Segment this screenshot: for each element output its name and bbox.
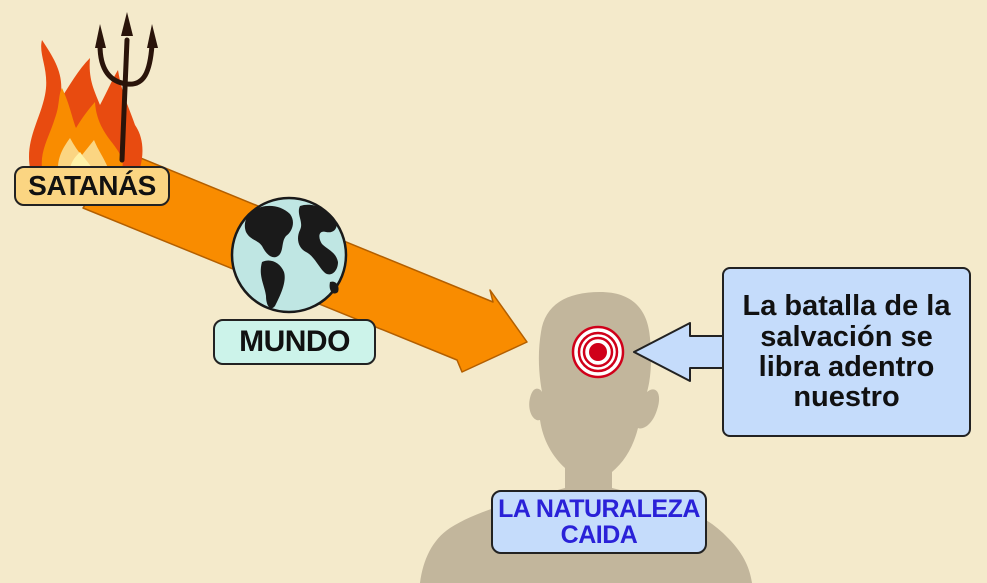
target-icon bbox=[571, 325, 625, 379]
callout-line-4: nuestro bbox=[793, 381, 900, 414]
naturaleza-label: LA NATURALEZA CAIDA bbox=[491, 490, 707, 554]
callout-line-2: salvación se bbox=[760, 320, 933, 353]
callout-line-1: La batalla de la bbox=[742, 290, 951, 323]
callout-box: La batalla de la salvación se libra aden… bbox=[722, 267, 971, 437]
satanas-label: SATANÁS bbox=[14, 166, 170, 206]
naturaleza-line-2: CAIDA bbox=[560, 521, 638, 549]
mundo-label: MUNDO bbox=[213, 319, 376, 365]
naturaleza-line-1: LA NATURALEZA bbox=[498, 494, 700, 523]
callout-line-3: libra adentro bbox=[758, 351, 935, 383]
flame-trident-icon bbox=[28, 12, 158, 168]
globe-icon bbox=[230, 196, 348, 314]
